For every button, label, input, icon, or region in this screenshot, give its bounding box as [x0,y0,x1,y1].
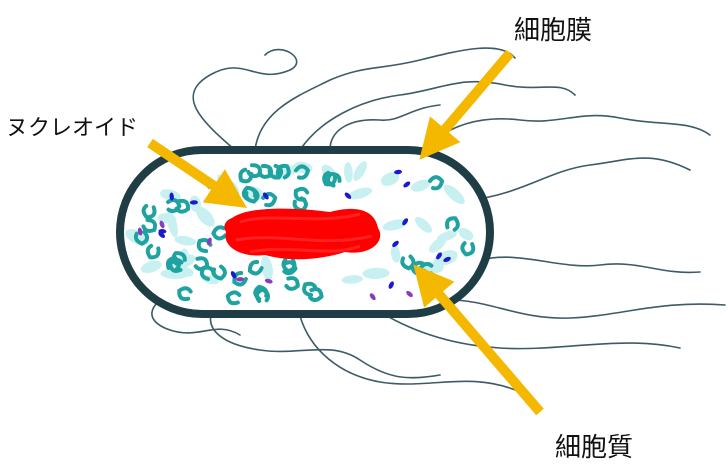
nucleoid-mass [224,209,380,260]
label-cytoplasm: 細胞質 [555,427,633,464]
label-nucleoid: ヌクレオイド [6,110,138,142]
label-cell-membrane: 細胞膜 [514,10,592,47]
arrow-cytoplasm [425,278,540,412]
arrow-cell-membrane [431,53,510,146]
